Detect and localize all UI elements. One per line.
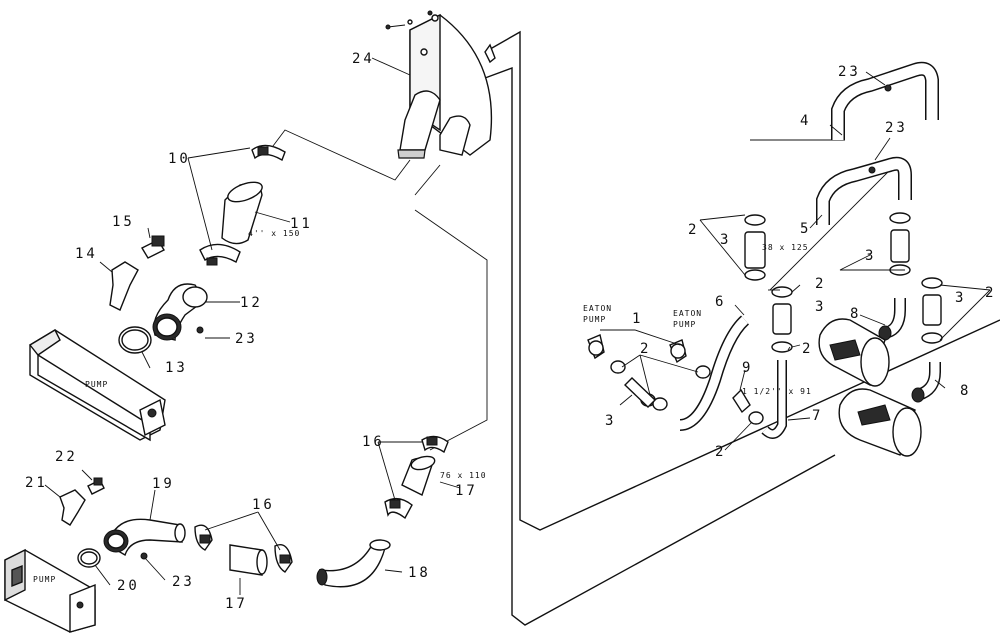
pump-upper: PUMP bbox=[28, 329, 166, 442]
callout-12: 12 bbox=[240, 295, 263, 311]
pump-label-upper: PUMP bbox=[85, 380, 108, 389]
size-annotation-3: 38 x 125 bbox=[762, 243, 809, 252]
callout-17-upper: 17 bbox=[455, 483, 478, 499]
callout-2-a: 2 bbox=[688, 222, 699, 238]
callout-3-d: 3 bbox=[955, 290, 966, 306]
housing-assembly bbox=[385, 10, 496, 159]
pump-label-eaton-left: PUMP bbox=[583, 315, 606, 324]
callout-3-a: 3 bbox=[720, 232, 731, 248]
pump-label-lower: PUMP bbox=[33, 575, 56, 584]
callout-4: 4 bbox=[800, 113, 811, 129]
callout-3-c: 3 bbox=[815, 299, 826, 315]
callout-9: 9 bbox=[742, 360, 753, 376]
size-annotation-11: 4'' x 150 bbox=[248, 229, 300, 238]
callout-18: 18 bbox=[408, 565, 431, 581]
callout-22: 22 bbox=[55, 449, 78, 465]
callout-17-lower: 17 bbox=[225, 596, 248, 612]
callout-20: 20 bbox=[117, 578, 140, 594]
callout-16-lower: 16 bbox=[252, 497, 275, 513]
callout-5: 5 bbox=[800, 221, 811, 237]
callout-14: 14 bbox=[75, 246, 98, 262]
callout-24: 24 bbox=[352, 51, 375, 67]
callout-numbers: 24 10 11 15 14 12 23 13 16 17 22 21 19 1… bbox=[25, 51, 996, 612]
callout-2-f: 2 bbox=[715, 444, 726, 460]
callout-11: 11 bbox=[290, 216, 313, 232]
upper-left-assembly bbox=[109, 144, 286, 354]
callout-7: 7 bbox=[812, 408, 823, 424]
routing-lines bbox=[269, 30, 1000, 626]
callout-8-upper: 8 bbox=[850, 306, 861, 322]
eaton-label-left: EATON bbox=[583, 304, 612, 313]
callout-16-upper: 16 bbox=[362, 434, 385, 450]
callout-23-upper: 23 bbox=[235, 331, 258, 347]
callout-1: 1 bbox=[632, 311, 643, 327]
right-assembly bbox=[587, 61, 991, 457]
eaton-label-right: EATON bbox=[673, 309, 702, 318]
callout-15: 15 bbox=[112, 214, 135, 230]
callout-19: 19 bbox=[152, 476, 175, 492]
callout-23-right-top: 23 bbox=[838, 64, 861, 80]
callout-21: 21 bbox=[25, 475, 48, 491]
callout-23-lower: 23 bbox=[172, 574, 195, 590]
callout-10: 10 bbox=[168, 151, 191, 167]
lower-left-assembly bbox=[59, 435, 449, 588]
size-annotation-17: 76 x 110 bbox=[440, 471, 487, 480]
callout-8-lower: 8 bbox=[960, 383, 971, 399]
callout-23-right-mid: 23 bbox=[885, 120, 908, 136]
callout-6: 6 bbox=[715, 294, 726, 310]
callout-2-c: 2 bbox=[802, 341, 813, 357]
callout-2-e: 2 bbox=[640, 341, 651, 357]
callout-3-e: 3 bbox=[605, 413, 616, 429]
pump-label-eaton-right: PUMP bbox=[673, 320, 696, 329]
callout-3-b: 3 bbox=[865, 248, 876, 264]
pump-lower: PUMP bbox=[4, 548, 96, 633]
callout-2-b: 2 bbox=[815, 276, 826, 292]
left-leader-lines bbox=[44, 57, 461, 595]
callout-2-d: 2 bbox=[985, 285, 996, 301]
size-annotation-9: 1 1/2'' x 91 bbox=[742, 387, 812, 396]
callout-13: 13 bbox=[165, 360, 188, 376]
